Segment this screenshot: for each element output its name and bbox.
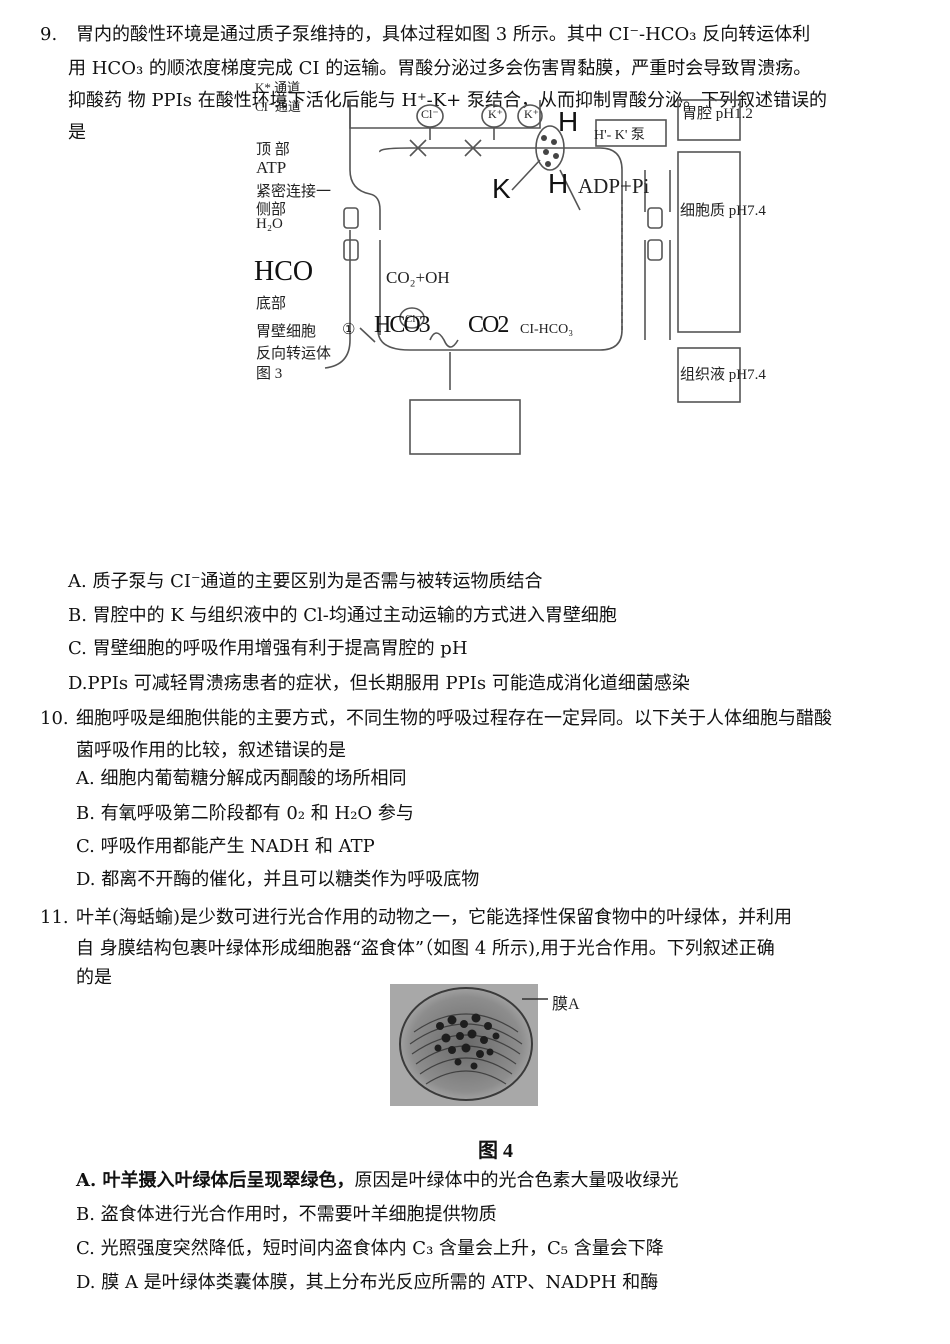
q11-option-c[interactable]: C. 光照强度突然降低，短时间内盗食体内 C₃ 含量会上升，C₅ 含量会下降 <box>76 1238 664 1259</box>
label-tissue-fluid-ph: 组织液 pH7.4 <box>680 367 766 383</box>
label-k-channel: K* 通道 <box>255 80 301 95</box>
q11-option-a-rest: 原因是叶绿体中的光合色素大量吸收绿光 <box>354 1170 679 1191</box>
label-h-upper: H <box>558 106 579 137</box>
label-tight-junction: 紧密连接一 <box>256 184 332 200</box>
label-lateral: 侧部 <box>256 202 287 218</box>
q10-option-d[interactable]: D. 都离不开酶的催化，并且可以糖类作为呼吸底物 <box>76 869 480 890</box>
label-cl-circle-bottom: Cl⁻ <box>405 313 422 325</box>
label-co2-oh: CO₂+OH <box>386 268 450 287</box>
q9-stem-line2: 用 HCO₃ 的顺浓度梯度完成 CI 的运输。胃酸分泌过多会伤害胃黏膜，严重时会… <box>68 58 812 79</box>
label-h-mid: H <box>548 168 569 199</box>
label-bottom: 底部 <box>256 296 287 312</box>
figure-3-diagram <box>324 99 741 455</box>
label-cl-circle-top: Cl⁻ <box>421 107 439 121</box>
q9-option-d[interactable]: D.PPIs 可减轻胃溃疡患者的症状，但长期服用 PPIs 可能造成消化道细菌感… <box>68 673 690 694</box>
label-parietal-cell: 胃壁细胞 <box>256 324 317 340</box>
label-membrane-a: 膜A <box>552 996 580 1013</box>
q11-option-d[interactable]: D. 膜 A 是叶绿体类囊体膜，其上分布光反应所需的 ATP、NADPH 和酶 <box>76 1272 659 1293</box>
label-cl-hco3: CI-HCO₃ <box>520 322 574 337</box>
label-hco-big: HCO <box>254 256 314 287</box>
label-atp: ATP <box>256 158 287 177</box>
q9-option-c[interactable]: C. 胃壁细胞的呼吸作用增强有利于提高胃腔的 pH <box>68 638 468 659</box>
q11-stem-line1: 叶羊(海蛞蝓)是少数可进行光合作用的动物之一，它能选择性保留食物中的叶绿体，并利… <box>76 907 793 928</box>
label-top: 顶 部 <box>256 142 290 158</box>
label-k-circle-1: K⁺ <box>488 107 503 121</box>
q11-stem-line2: 自 身膜结构包裹叶绿体形成细胞器“盗食体”（如图 4 所示),用于光合作用。下列… <box>76 938 775 959</box>
q9-stem-line1: 胃内的酸性环境是通过质子泵维持的，具体过程如图 3 所示。其中 CI⁻-HCO₃… <box>76 24 811 45</box>
label-cytoplasm-ph: 细胞质 pH7.4 <box>680 203 766 219</box>
label-circled-1: ① <box>342 322 356 338</box>
q11-option-b[interactable]: B. 盗食体进行光合作用时，不需要叶羊细胞提供物质 <box>76 1204 497 1225</box>
label-k-circle-2: K⁺ <box>524 107 539 121</box>
label-co2-big: CO2 <box>468 312 509 338</box>
q11-number: 11. <box>40 907 69 928</box>
q10-stem-line2: 菌呼吸作用的比较，叙述错误的是 <box>76 740 346 761</box>
label-adp-pi: ADP+Pi <box>578 174 650 198</box>
label-antiporter: 反向转运体 <box>256 346 332 362</box>
q10-number: 10. <box>40 708 69 729</box>
q11-stem-line3: 的是 <box>76 967 112 988</box>
label-hk-pump: H'- K' 泵 <box>594 128 645 143</box>
q11-option-a-bold: A. 叶羊摄入叶绿体后呈现翠绿色， <box>76 1170 355 1191</box>
q9-option-b[interactable]: B. 胃腔中的 K 与组织液中的 Cl-均通过主动运输的方式进入胃壁细胞 <box>68 605 617 626</box>
q9-stem-line4: 是 <box>68 122 86 143</box>
q10-option-b[interactable]: B. 有氧呼吸第二阶段都有 0₂ 和 H₂O 参与 <box>76 803 414 824</box>
q11-option-a[interactable]: A. 叶羊摄入叶绿体后呈现翠绿色，原因是叶绿体中的光合色素大量吸收绿光 <box>76 1168 679 1194</box>
label-h2o: H₂O <box>256 216 283 232</box>
label-hco3-big: HCO3 <box>374 312 431 338</box>
label-k-big: K <box>492 173 511 204</box>
q9-option-a[interactable]: A. 质子泵与 CI⁻通道的主要区别为是否需与被转运物质结合 <box>68 571 543 592</box>
q10-stem-line1: 细胞呼吸是细胞供能的主要方式，不同生物的呼吸过程存在一定异同。以下关于人体细胞与… <box>76 708 832 729</box>
label-figure-3: 图 3 <box>256 366 283 382</box>
figure-4-caption: 图 4 <box>478 1140 513 1162</box>
q9-stem-line3: 抑酸药 物 PPIs 在酸性环境下活化后能与 H⁺-K+ 泵结合，从而抑制胃酸分… <box>68 90 827 111</box>
label-cl-channel: CI⁻通道 <box>255 99 301 114</box>
q9-number: 9. <box>40 24 58 45</box>
figure-4-micrograph <box>390 984 548 1106</box>
q10-option-c[interactable]: C. 呼吸作用都能产生 NADH 和 ATP <box>76 836 375 857</box>
q10-option-a[interactable]: A. 细胞内葡萄糖分解成丙酮酸的场所相同 <box>76 768 407 789</box>
label-lumen-ph: 胃腔 pH1.2 <box>682 106 753 122</box>
